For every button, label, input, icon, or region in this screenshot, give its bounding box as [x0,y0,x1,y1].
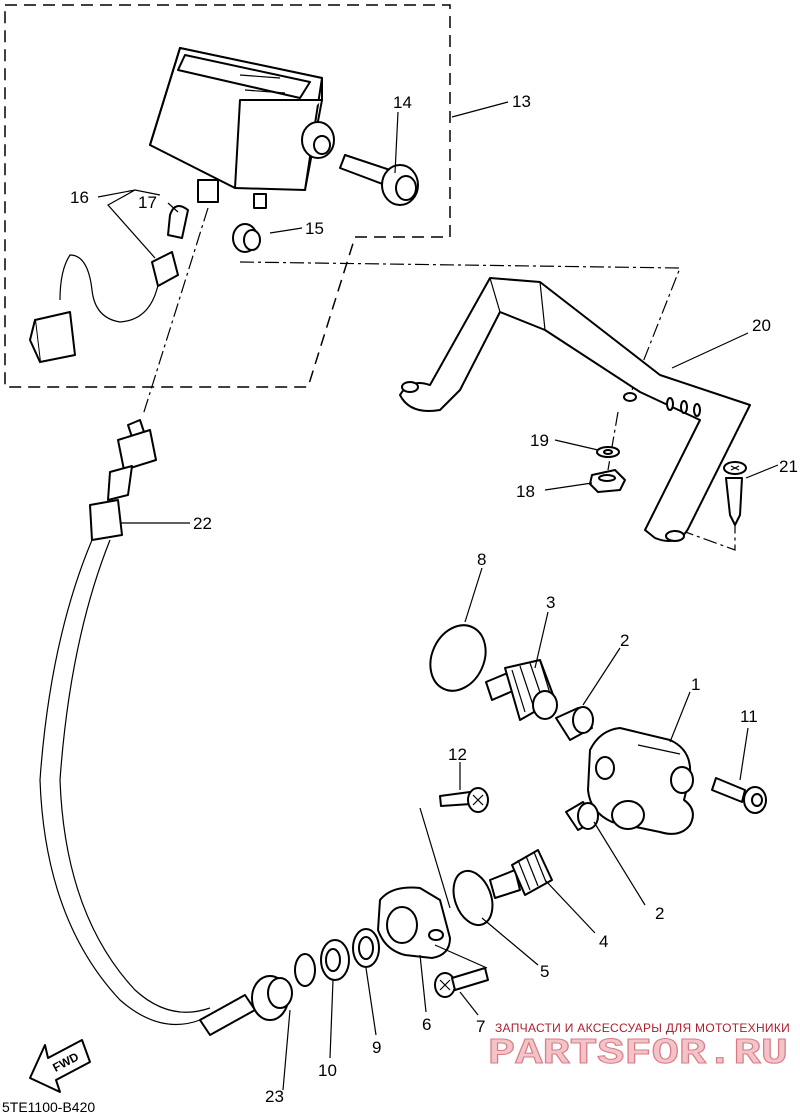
fwd-arrow-icon [29,1039,91,1093]
bushing-lower[interactable] [565,801,599,831]
reset-knob[interactable] [339,154,419,206]
callout-12: 12 [448,745,467,764]
callout-15: 15 [305,219,324,238]
callout-1: 1 [691,675,700,694]
callout-2a: 2 [620,631,629,650]
bolt-12[interactable] [439,787,489,813]
callout-6: 6 [422,1015,431,1034]
circlip[interactable] [294,953,316,987]
callout-16: 16 [70,188,89,207]
callout-19: 19 [530,431,549,450]
washer-19[interactable] [596,446,620,458]
nut-18[interactable] [589,469,626,493]
bulb[interactable] [167,205,189,239]
callout-11: 11 [740,707,758,726]
speedometer-unit[interactable] [149,47,335,209]
watermark-brand: PARTSFOR.RU [488,1033,788,1074]
callout-7: 7 [476,1017,485,1036]
housing-cover[interactable] [377,886,451,959]
callout-18: 18 [516,482,535,501]
o-ring-8[interactable] [420,616,496,700]
bolt-11[interactable] [711,777,767,814]
watermark-tagline: ЗАПЧАСТИ И АКСЕССУАРЫ ДЛЯ МОТОТЕХНИКИ [495,1021,790,1035]
drive-gear[interactable] [489,849,553,899]
callout-8: 8 [477,550,486,569]
callout-22: 22 [193,514,212,533]
gear-housing[interactable] [587,727,694,835]
assembly-13-boundary [4,4,451,388]
callout-10: 10 [318,1061,337,1080]
callout-23: 23 [265,1087,284,1106]
callout-5: 5 [540,962,549,981]
callout-14: 14 [393,93,412,112]
grommet[interactable] [232,223,261,253]
callout-20: 20 [752,316,771,335]
callout-4: 4 [599,932,608,951]
callout-2b: 2 [655,904,664,923]
callout-3: 3 [546,593,555,612]
o-ring-5[interactable] [447,866,500,931]
callout-13: 13 [512,92,531,111]
oil-seal[interactable] [320,939,350,981]
diagram-code: 5TE1100-B420 [2,1099,95,1115]
bracket[interactable] [399,277,751,542]
callout-21: 21 [779,457,798,476]
screw-21[interactable] [723,461,747,526]
callout-17: 17 [138,193,157,212]
speedometer-cable[interactable] [39,419,293,1036]
bulb-socket-harness[interactable] [29,251,179,363]
driven-gear[interactable] [485,659,558,721]
bushing-upper[interactable] [555,706,594,741]
screw-7[interactable] [434,967,489,998]
washer-9[interactable] [352,928,380,968]
callout-9: 9 [372,1038,381,1057]
